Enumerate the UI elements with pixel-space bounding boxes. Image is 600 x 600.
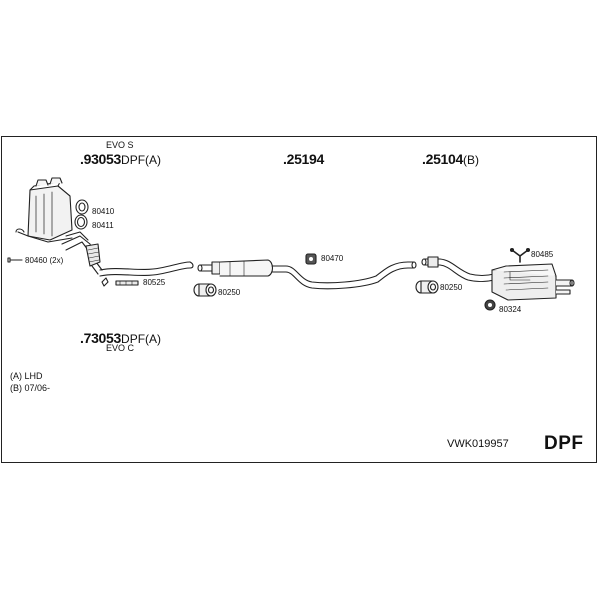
part-label-80410: 80410 xyxy=(92,207,115,216)
part-label-80411: 80411 xyxy=(92,221,114,230)
bolt-80460-icon xyxy=(7,257,23,263)
rear-silencer-icon xyxy=(491,263,575,301)
variant-top-label: EVO S xyxy=(106,140,134,150)
assembly-suffix: DPF(A) xyxy=(121,153,162,167)
front-pipe-icon xyxy=(61,235,194,287)
assembly-number-dpf-top: .93053DPF(A) xyxy=(80,152,161,166)
part-label-80324: 80324 xyxy=(499,305,522,314)
middle-silencer-icon xyxy=(197,259,417,290)
dpf-converter-icon xyxy=(15,177,89,243)
part-label-80460: 80460 (2x) xyxy=(25,256,64,265)
mount-80470-icon xyxy=(305,253,317,265)
gasket-80410-icon xyxy=(75,199,89,215)
clamp-80250-left-icon xyxy=(193,283,217,297)
assembly-number: .25104 xyxy=(422,151,464,167)
mount-80324-icon xyxy=(484,299,496,311)
assembly-number: .93053 xyxy=(80,151,122,167)
part-label-80525: 80525 xyxy=(143,278,166,287)
assembly-number: .73053 xyxy=(80,330,122,346)
assembly-suffix: DPF(A) xyxy=(121,332,162,346)
note-b: (B) 07/06- xyxy=(10,383,51,393)
assembly-number: .25194 xyxy=(283,151,325,167)
note-a: (A) LHD xyxy=(10,371,43,381)
rear-pipe-icon xyxy=(421,256,495,283)
hanger-80485-icon xyxy=(509,247,531,263)
gasket-80411-icon xyxy=(74,214,88,230)
assembly-number-middle: .25194 xyxy=(283,152,324,166)
part-label-80485: 80485 xyxy=(531,250,554,259)
variant-bottom-label: EVO C xyxy=(106,343,135,353)
part-label-80250-left: 80250 xyxy=(218,288,241,297)
part-label-80470: 80470 xyxy=(321,254,344,263)
diagram-frame xyxy=(1,136,597,463)
clamp-80250-right-icon xyxy=(415,280,439,294)
kit-code: VWK019957 xyxy=(447,438,509,450)
kit-type: DPF xyxy=(544,433,584,454)
part-label-80250-right: 80250 xyxy=(440,283,463,292)
assembly-number-dpf-bottom: .73053DPF(A) xyxy=(80,331,161,345)
assembly-number-rear: .25104(B) xyxy=(422,152,479,166)
clamp-80525-icon xyxy=(115,280,139,286)
assembly-suffix: (B) xyxy=(463,153,480,167)
